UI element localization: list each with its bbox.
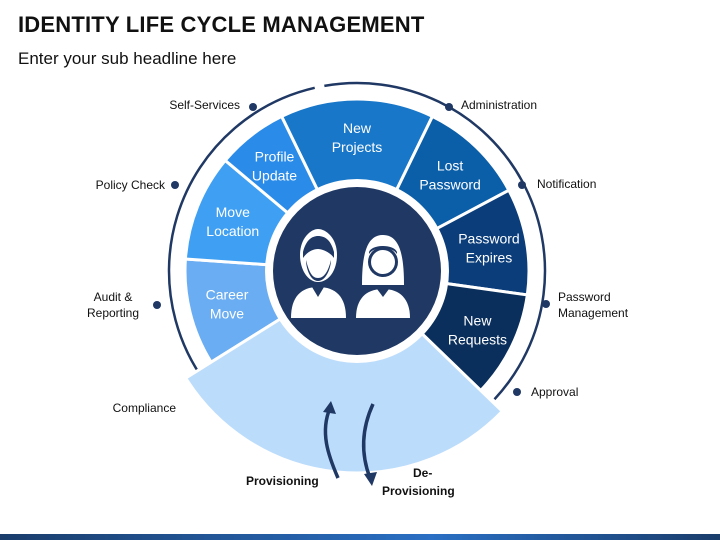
outer-label: Self-Services bbox=[169, 98, 240, 112]
deprovisioning-arrow-icon bbox=[361, 403, 377, 486]
bottom-accent-bar bbox=[0, 534, 720, 540]
outer-label: Administration bbox=[461, 98, 537, 112]
female-user-icon bbox=[356, 235, 410, 318]
ring-dot bbox=[513, 388, 521, 396]
male-user-icon bbox=[291, 229, 346, 318]
ring-dot bbox=[153, 301, 161, 309]
page-title: IDENTITY LIFE CYCLE MANAGEMENT bbox=[18, 12, 425, 37]
ring-dot bbox=[518, 181, 526, 189]
ring-dot bbox=[445, 103, 453, 111]
provisioning-arrow-icon bbox=[323, 401, 340, 479]
page-subtitle: Enter your sub headline here bbox=[18, 49, 237, 68]
deprovisioning-label-line2: Provisioning bbox=[382, 484, 455, 498]
hub-circle bbox=[273, 187, 441, 355]
outer-label: Policy Check bbox=[96, 178, 166, 192]
outer-label: Audit &Reporting bbox=[87, 290, 139, 320]
ring-dot bbox=[542, 300, 550, 308]
provisioning-label: Provisioning bbox=[246, 474, 319, 488]
outer-ring-left bbox=[167, 86, 315, 401]
outer-label: Notification bbox=[537, 177, 596, 191]
outer-label: Approval bbox=[531, 385, 578, 399]
outer-label: Compliance bbox=[113, 401, 177, 415]
deprovisioning-label-line1: De- bbox=[413, 466, 432, 480]
ring-dot bbox=[171, 181, 179, 189]
ring-dot bbox=[249, 103, 257, 111]
